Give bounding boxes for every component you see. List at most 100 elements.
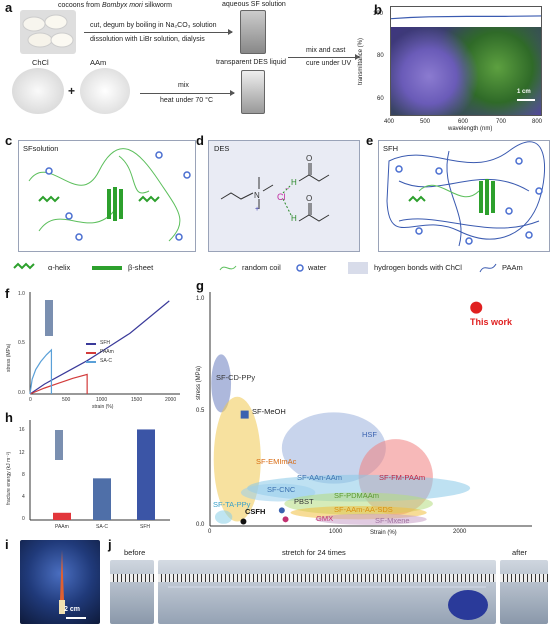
f-ytick-0: 0.0 — [18, 390, 25, 396]
g-xtick-1000: 1000 — [329, 529, 343, 535]
legend-coil: random coil — [242, 263, 281, 272]
j-after: after — [512, 548, 528, 557]
d-title: DES — [214, 144, 230, 153]
d-o-atom-2: O — [306, 194, 312, 203]
f-legend-sac: SA-C — [100, 358, 112, 364]
legend-water-icon — [296, 264, 304, 272]
d-cl-atom: Cl — [277, 192, 286, 202]
panel-label-c: c — [5, 133, 13, 148]
b-ytick-100: 100 — [373, 11, 384, 17]
g-xlabel: Strain (%) — [370, 530, 397, 536]
aam-powder — [80, 68, 130, 114]
d-o-atom-1: O — [306, 154, 312, 163]
b-plot-area: 1 cm — [390, 6, 542, 116]
des-box: DES N + Cl − H H O O — [208, 140, 360, 252]
g-region-hsf — [281, 412, 386, 484]
sfh-box: SFH — [378, 140, 550, 252]
h-bar-sfh — [137, 429, 155, 520]
g-ylabel: stress (MPa) — [196, 365, 202, 400]
e-title: SFH — [383, 144, 398, 153]
mix-cast-text: mix and cast — [306, 47, 346, 54]
g-label-mxene: SF-Mxene — [375, 516, 410, 525]
f-xtick-0: 0 — [29, 397, 32, 403]
b-scale-bar — [517, 99, 535, 101]
j-stretch: stretch for 24 times — [282, 548, 346, 557]
cocoons-caption: cocoons from Bombyx mori silkworm — [58, 2, 172, 9]
plus-sign: + — [68, 84, 76, 98]
cocoons-photo — [20, 10, 76, 54]
d-plus: + — [255, 206, 259, 213]
arrow-head-1 — [228, 29, 233, 35]
g-region-sf-mxene — [315, 513, 427, 525]
g-label-aamaasds: SF-AAm-AA-SDS — [334, 505, 393, 514]
b-xtick-400: 400 — [384, 119, 395, 125]
c-title: SFsolution — [23, 144, 59, 153]
h-ytick-8: 8 — [22, 472, 25, 478]
j-before: before — [124, 548, 146, 557]
step2-text: dissolution with LiBr solution, dialysis — [90, 36, 205, 43]
g-ytick-1: 1.0 — [196, 296, 205, 302]
legend-paam: PAAm — [502, 263, 523, 272]
j-after-photo — [500, 560, 548, 624]
b-xtick-500: 500 — [420, 119, 431, 125]
g-label-cnc: SF-CNC — [267, 485, 296, 494]
d-molecule: N + Cl − H H O O — [220, 154, 330, 223]
g-ytick-0: 0.0 — [196, 522, 205, 528]
g-label-cdppy: SF-CD-PPy — [216, 373, 256, 382]
g-label-aanaam: SF-AAn-AAm — [297, 473, 343, 482]
f-xtick-1000: 1000 — [96, 397, 108, 403]
g-label-hsf: HSF — [362, 430, 377, 439]
h-xcat-sfh: SFH — [140, 524, 150, 530]
silkworm-text: silkworm — [142, 2, 172, 9]
f-series-sfh — [29, 300, 170, 395]
step1-text: cut, degum by boiling in Na₂CO₃ solution — [90, 22, 217, 29]
g-point-pbst — [278, 507, 285, 514]
b-ylabel: transmittance (%) — [358, 37, 364, 85]
g-label-gmx: GMX — [316, 514, 334, 523]
g-point-this-work — [470, 301, 483, 314]
legend-alpha: α-helix — [48, 263, 71, 272]
i-photo: 2 cm — [20, 540, 100, 624]
g-region-sf-cd-ppy — [211, 354, 232, 413]
f-ylabel: stress (MPa) — [6, 343, 12, 372]
panel-label-f: f — [5, 286, 10, 301]
b-curve-line — [391, 15, 541, 20]
cocoons-text: cocoons from — [58, 2, 102, 9]
d-h-atom-2: H — [291, 214, 297, 223]
j-stretch-photo — [158, 560, 496, 624]
legend-hbond-icon — [348, 262, 368, 274]
des-vial — [241, 70, 265, 114]
b-ytick-60: 60 — [377, 96, 384, 102]
f-xlabel: strain (%) — [92, 404, 114, 410]
h-ytick-16: 16 — [19, 427, 25, 433]
g-label-tappy: SF-TA-PPy — [213, 500, 251, 509]
panel-label-e: e — [366, 133, 374, 148]
f-series-sa-c — [29, 348, 53, 395]
j-stretch-ruler — [158, 574, 496, 582]
b-scale-text: 1 cm — [517, 89, 531, 95]
f-legend-sfh: SFH — [100, 340, 110, 346]
f-xtick-500: 500 — [62, 397, 71, 403]
b-xtick-700: 700 — [496, 119, 507, 125]
d-h-atom-1: H — [291, 178, 297, 187]
g-point-gmx — [282, 516, 289, 523]
d-n-atom: N — [254, 191, 260, 200]
j-glove-right — [448, 590, 488, 620]
arrow-line-3 — [288, 57, 358, 58]
arrow-head-2 — [230, 90, 235, 96]
c-schematic — [28, 148, 191, 242]
g-point-sf-meoh — [240, 410, 249, 419]
g-label-this-work: This work — [470, 317, 513, 327]
g-label-emimac: SF-EMImAc — [256, 457, 297, 466]
sf-solution-box: SFsolution — [18, 140, 196, 252]
g-xtick-2000: 2000 — [453, 529, 467, 535]
b-xtick-600: 600 — [458, 119, 469, 125]
h-ytick-12: 12 — [19, 450, 25, 456]
mix-text: mix — [178, 82, 189, 89]
g-label-fmpaam: SF-FM-PAAm — [379, 473, 426, 482]
aqueous-sf-text: aqueous SF solution — [222, 1, 286, 8]
panel-label-b: b — [374, 2, 382, 17]
f-legend-sfh-swatch — [86, 343, 96, 345]
f-legend-sac-swatch — [86, 361, 96, 363]
b-xtick-800: 800 — [532, 119, 543, 125]
